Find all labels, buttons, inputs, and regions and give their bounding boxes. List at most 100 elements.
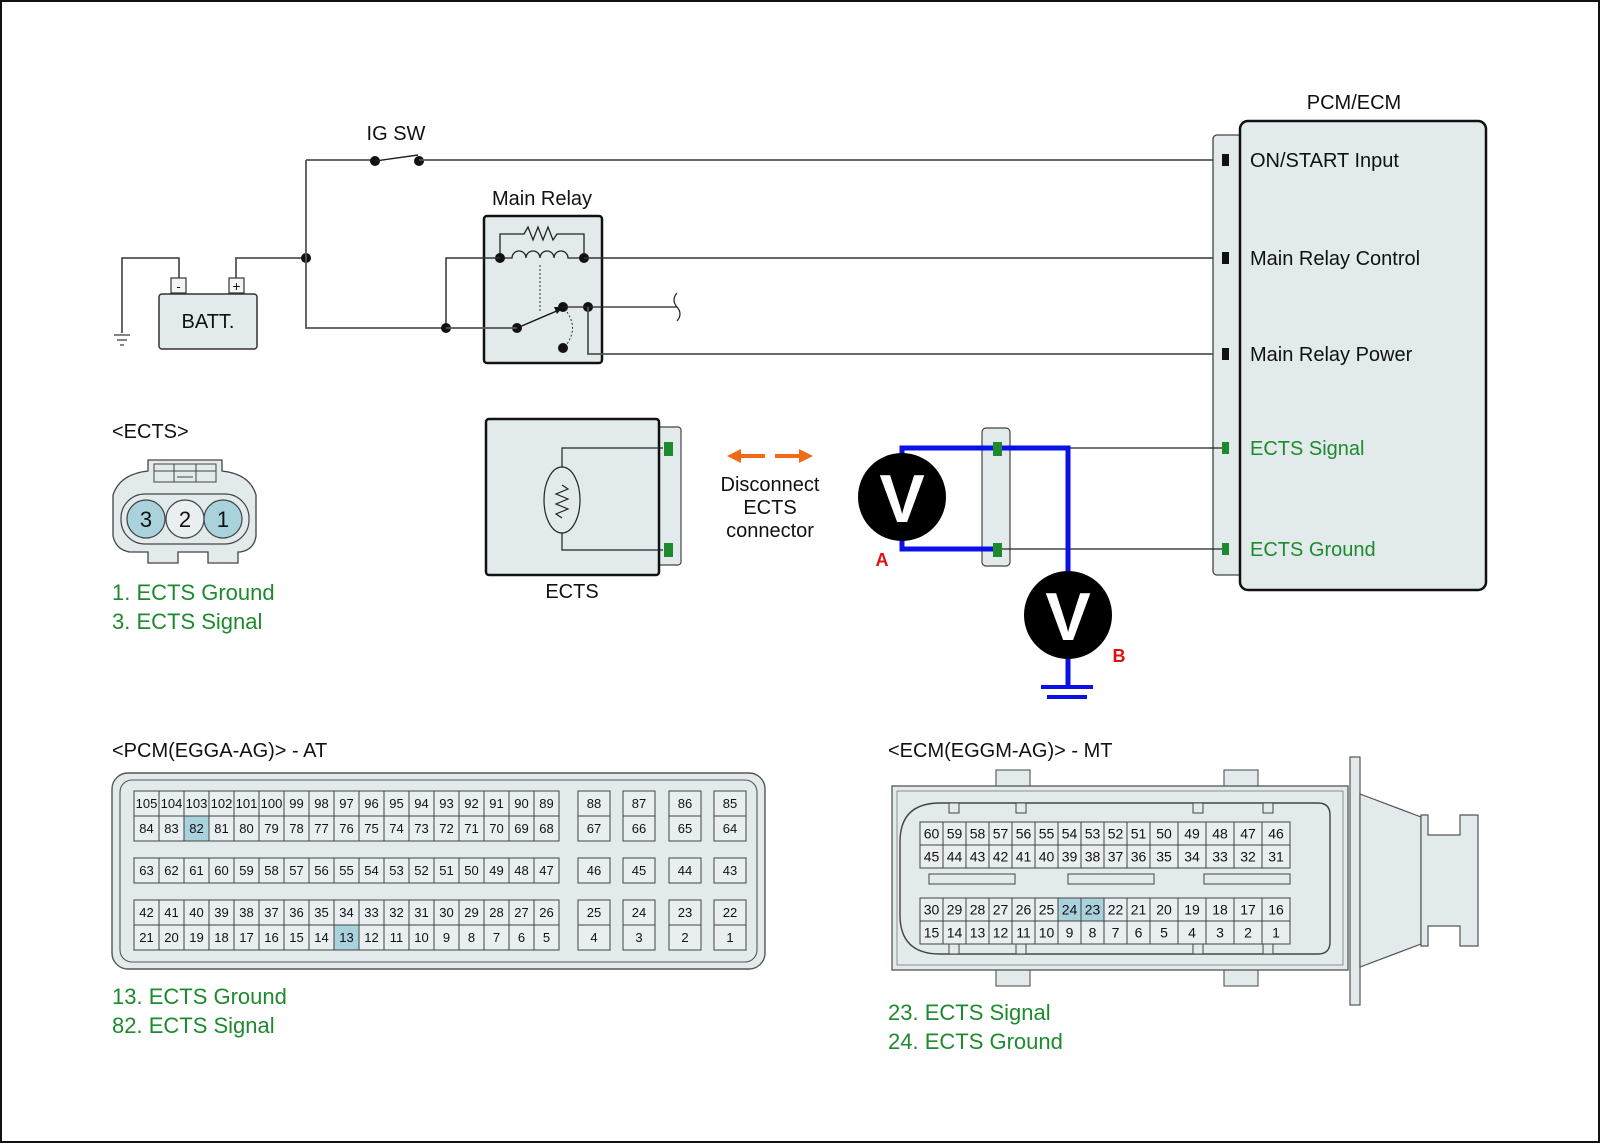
connector-pin bbox=[158, 924, 185, 951]
connector-pin bbox=[133, 790, 160, 817]
connector-pin-number: 33 bbox=[1212, 849, 1228, 865]
connector-pin bbox=[713, 924, 747, 951]
connector-pin-number: 34 bbox=[339, 905, 353, 920]
connector-pin bbox=[208, 815, 235, 842]
connector-pin-number: 62 bbox=[164, 863, 178, 878]
connector-pin-number: 34 bbox=[1184, 849, 1200, 865]
connector-pin bbox=[577, 924, 611, 951]
connector-pin-number: 1 bbox=[1272, 925, 1280, 941]
connector-pin-number: 84 bbox=[139, 821, 153, 836]
connector-pin-number: 7 bbox=[1112, 925, 1120, 941]
connector-pin-number: 30 bbox=[924, 902, 940, 918]
ecm-connector-face bbox=[891, 756, 1479, 1006]
pcm-body bbox=[1238, 119, 1488, 592]
ects-sensor-label: ECTS bbox=[545, 581, 598, 603]
connector-pin-number: 43 bbox=[970, 849, 986, 865]
ecm-connector-title: <ECM(EGGM-AG)> - MT bbox=[888, 740, 1112, 762]
connector-pin-number: 66 bbox=[632, 821, 646, 836]
connector-pin bbox=[233, 790, 260, 817]
connector-pin bbox=[158, 857, 185, 884]
pcm-connector-title: <PCM(EGGA-AG)> - AT bbox=[112, 740, 327, 762]
pcm-module bbox=[1212, 119, 1488, 592]
disconnect-arrow-icon bbox=[727, 449, 813, 463]
connector-pin bbox=[158, 790, 185, 817]
relay-coil-feed-wire bbox=[445, 257, 500, 328]
connector-pin-number: 96 bbox=[364, 796, 378, 811]
connector-pin-number: 57 bbox=[289, 863, 303, 878]
connector-pin-number: 25 bbox=[587, 905, 601, 920]
ects-pin-number: 1 bbox=[217, 507, 229, 532]
battery-negative-terminal bbox=[170, 277, 187, 294]
connector-pin bbox=[668, 790, 702, 817]
ects-sensor bbox=[484, 417, 682, 577]
connector-pin-number: 88 bbox=[587, 796, 601, 811]
connector-pin-number: 28 bbox=[970, 902, 986, 918]
connector-pin-number: 12 bbox=[993, 925, 1009, 941]
connector-pin bbox=[622, 899, 656, 926]
pcm-pin-terminal bbox=[1222, 348, 1229, 360]
connector-pin bbox=[508, 857, 535, 884]
disconnect-note-line2: ECTS bbox=[743, 497, 796, 519]
connector-pin bbox=[308, 790, 335, 817]
connector-pin-number: 13 bbox=[970, 925, 986, 941]
connector-pin-number: 73 bbox=[414, 821, 428, 836]
connector-pin bbox=[508, 924, 535, 951]
connector-pin-number: 42 bbox=[139, 905, 153, 920]
connector-pin bbox=[458, 815, 485, 842]
ecm-legend-ground: 24. ECTS Ground bbox=[888, 1029, 1063, 1054]
connector-pin bbox=[458, 924, 485, 951]
battery-bus-wire bbox=[305, 160, 446, 329]
connector-pin bbox=[533, 924, 560, 951]
connector-pin-number: 20 bbox=[164, 930, 178, 945]
battery-ground-wire bbox=[121, 257, 180, 333]
connector-pin-number: 7 bbox=[493, 930, 500, 945]
connector-pin-number: 45 bbox=[632, 863, 646, 878]
connector-pin-number: 31 bbox=[414, 905, 428, 920]
connector-pin-number: 80 bbox=[239, 821, 253, 836]
voltmeter-icon bbox=[858, 453, 946, 541]
connector-pin bbox=[358, 790, 385, 817]
connector-pin-number: 54 bbox=[1062, 826, 1078, 842]
connector-pin-number: 93 bbox=[439, 796, 453, 811]
connector-pin bbox=[408, 857, 435, 884]
pcm-title: PCM/ECM bbox=[1307, 92, 1401, 114]
connector-pin bbox=[433, 790, 460, 817]
connector-pin-number: 32 bbox=[389, 905, 403, 920]
thermistor-icon bbox=[543, 466, 581, 534]
connector-pin-number: 9 bbox=[443, 930, 450, 945]
connector-pin bbox=[577, 815, 611, 842]
pcm-pin-label: ECTS Signal bbox=[1250, 438, 1365, 460]
voltmeter-a-symbol: V bbox=[879, 461, 924, 537]
connector-pin-number: 55 bbox=[1039, 826, 1055, 842]
connector-pin-number: 37 bbox=[264, 905, 278, 920]
connector-pin-number: 61 bbox=[189, 863, 203, 878]
connector-pin-number: 24 bbox=[632, 905, 646, 920]
connector-pin-number: 105 bbox=[136, 796, 158, 811]
connector-pin-number: 85 bbox=[723, 796, 737, 811]
connector-pin-number: 87 bbox=[632, 796, 646, 811]
connector-pin bbox=[668, 899, 702, 926]
disconnect-note-line3: connector bbox=[726, 520, 814, 542]
connector-pin-number: 35 bbox=[1156, 849, 1172, 865]
connector-pin bbox=[208, 857, 235, 884]
connector-pin-number: 102 bbox=[211, 796, 233, 811]
connector-pin-number: 68 bbox=[539, 821, 553, 836]
connector-pin-number: 67 bbox=[587, 821, 601, 836]
harness-connector bbox=[981, 427, 1011, 567]
connector-pin-number: 33 bbox=[364, 905, 378, 920]
pcm-pin-terminal bbox=[1222, 442, 1229, 454]
connector-pin bbox=[668, 815, 702, 842]
connector-pin-number: 16 bbox=[264, 930, 278, 945]
connector-pin-number: 4 bbox=[590, 930, 597, 945]
connector-pin-number: 25 bbox=[1039, 902, 1055, 918]
connector-pin bbox=[533, 815, 560, 842]
relay-coil bbox=[500, 250, 584, 259]
main-relay-label: Main Relay bbox=[492, 188, 592, 210]
connector-pin bbox=[622, 924, 656, 951]
connector-pin bbox=[358, 899, 385, 926]
connector-pin bbox=[483, 815, 510, 842]
connector-pin-number: 71 bbox=[464, 821, 478, 836]
connector-pin bbox=[433, 815, 460, 842]
connector-pin-number: 50 bbox=[464, 863, 478, 878]
